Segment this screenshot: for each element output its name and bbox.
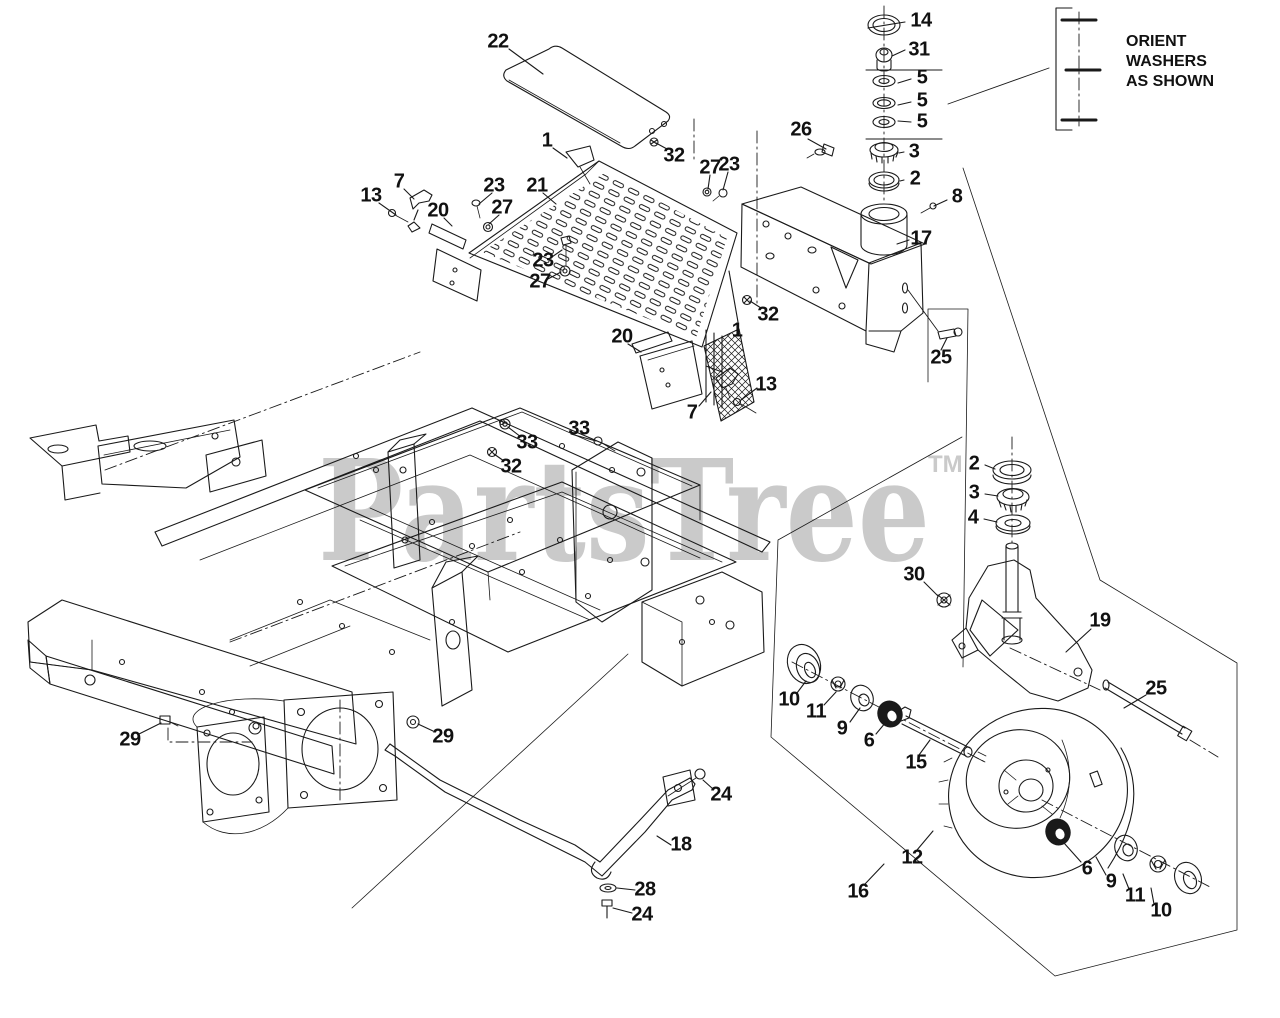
orient-note-bracket	[947, 7, 1102, 131]
frame-assembly-art	[27, 351, 771, 909]
top-cover-art	[503, 45, 671, 150]
svg-text:AS SHOWN: AS SHOWN	[1126, 73, 1214, 90]
caster-support-art	[740, 143, 937, 353]
detail-box-art	[770, 167, 1238, 977]
svg-text:ORIENT: ORIENT	[1126, 33, 1187, 50]
upper-fastener-art	[387, 187, 753, 306]
orient-note-text: ORIENT WASHERS AS SHOWN	[1126, 33, 1214, 90]
louvered-panel-art	[468, 118, 758, 422]
washer-stack-art	[865, 5, 943, 201]
svg-text:PartsTree: PartsTree	[318, 430, 930, 594]
guard-and-bolts-art	[159, 715, 706, 919]
svg-text:TM: TM	[928, 451, 963, 478]
caster-detail-art	[936, 436, 1093, 702]
svg-text:WASHERS: WASHERS	[1126, 53, 1207, 70]
lower-bracket-art	[631, 329, 757, 414]
leader-lines	[138, 21, 1155, 914]
wheel-axle-art	[786, 643, 1219, 895]
